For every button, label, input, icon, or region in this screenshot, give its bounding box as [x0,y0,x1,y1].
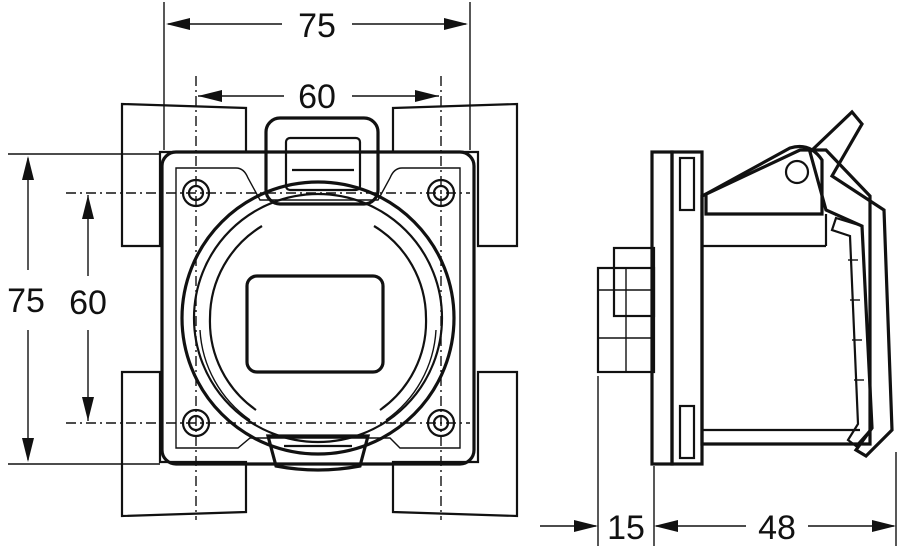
hinge-pin [784,159,810,185]
dim-label-front-height-outer: 75 [7,282,45,320]
screw-bottom-left [181,408,211,438]
dim-side-body-depth: 48 [656,509,896,547]
dim-front-height-outer: 75 [7,156,45,462]
screw-bottom-right [426,408,456,438]
dim-label-front-height-holes: 60 [69,284,107,322]
screw-top-right [426,178,456,208]
socket-lid [180,180,456,472]
mounting-screws [181,178,456,438]
clamp-top-right [391,102,519,248]
dim-side-flange-depth: 15 [540,509,678,547]
clamp-top-left [120,102,248,248]
dim-label-front-width-holes: 60 [298,78,336,116]
side-housing [700,109,894,459]
plate-inner-outline [175,167,461,449]
side-flange [650,150,704,466]
rear-connector [596,246,656,374]
mounting-plate [160,150,476,466]
side-view: 15 48 [540,109,897,547]
dim-front-width-outer: 75 [166,7,468,45]
clamp-bottom-left [120,370,248,518]
extension-lines [8,2,471,520]
dim-front-width-holes: 60 [198,78,439,116]
screw-top-left [181,178,211,208]
clamp-bottom-right [391,370,519,518]
dim-label-side-flange-depth: 15 [607,509,645,547]
lid-latch [265,434,371,472]
lid-hinge [264,116,380,206]
label-window [245,274,385,374]
dim-front-height-holes: 60 [69,195,107,421]
dim-label-front-width-outer: 75 [298,7,336,45]
dim-label-side-body-depth: 48 [758,509,796,547]
front-view: 75 60 75 60 [7,2,519,520]
